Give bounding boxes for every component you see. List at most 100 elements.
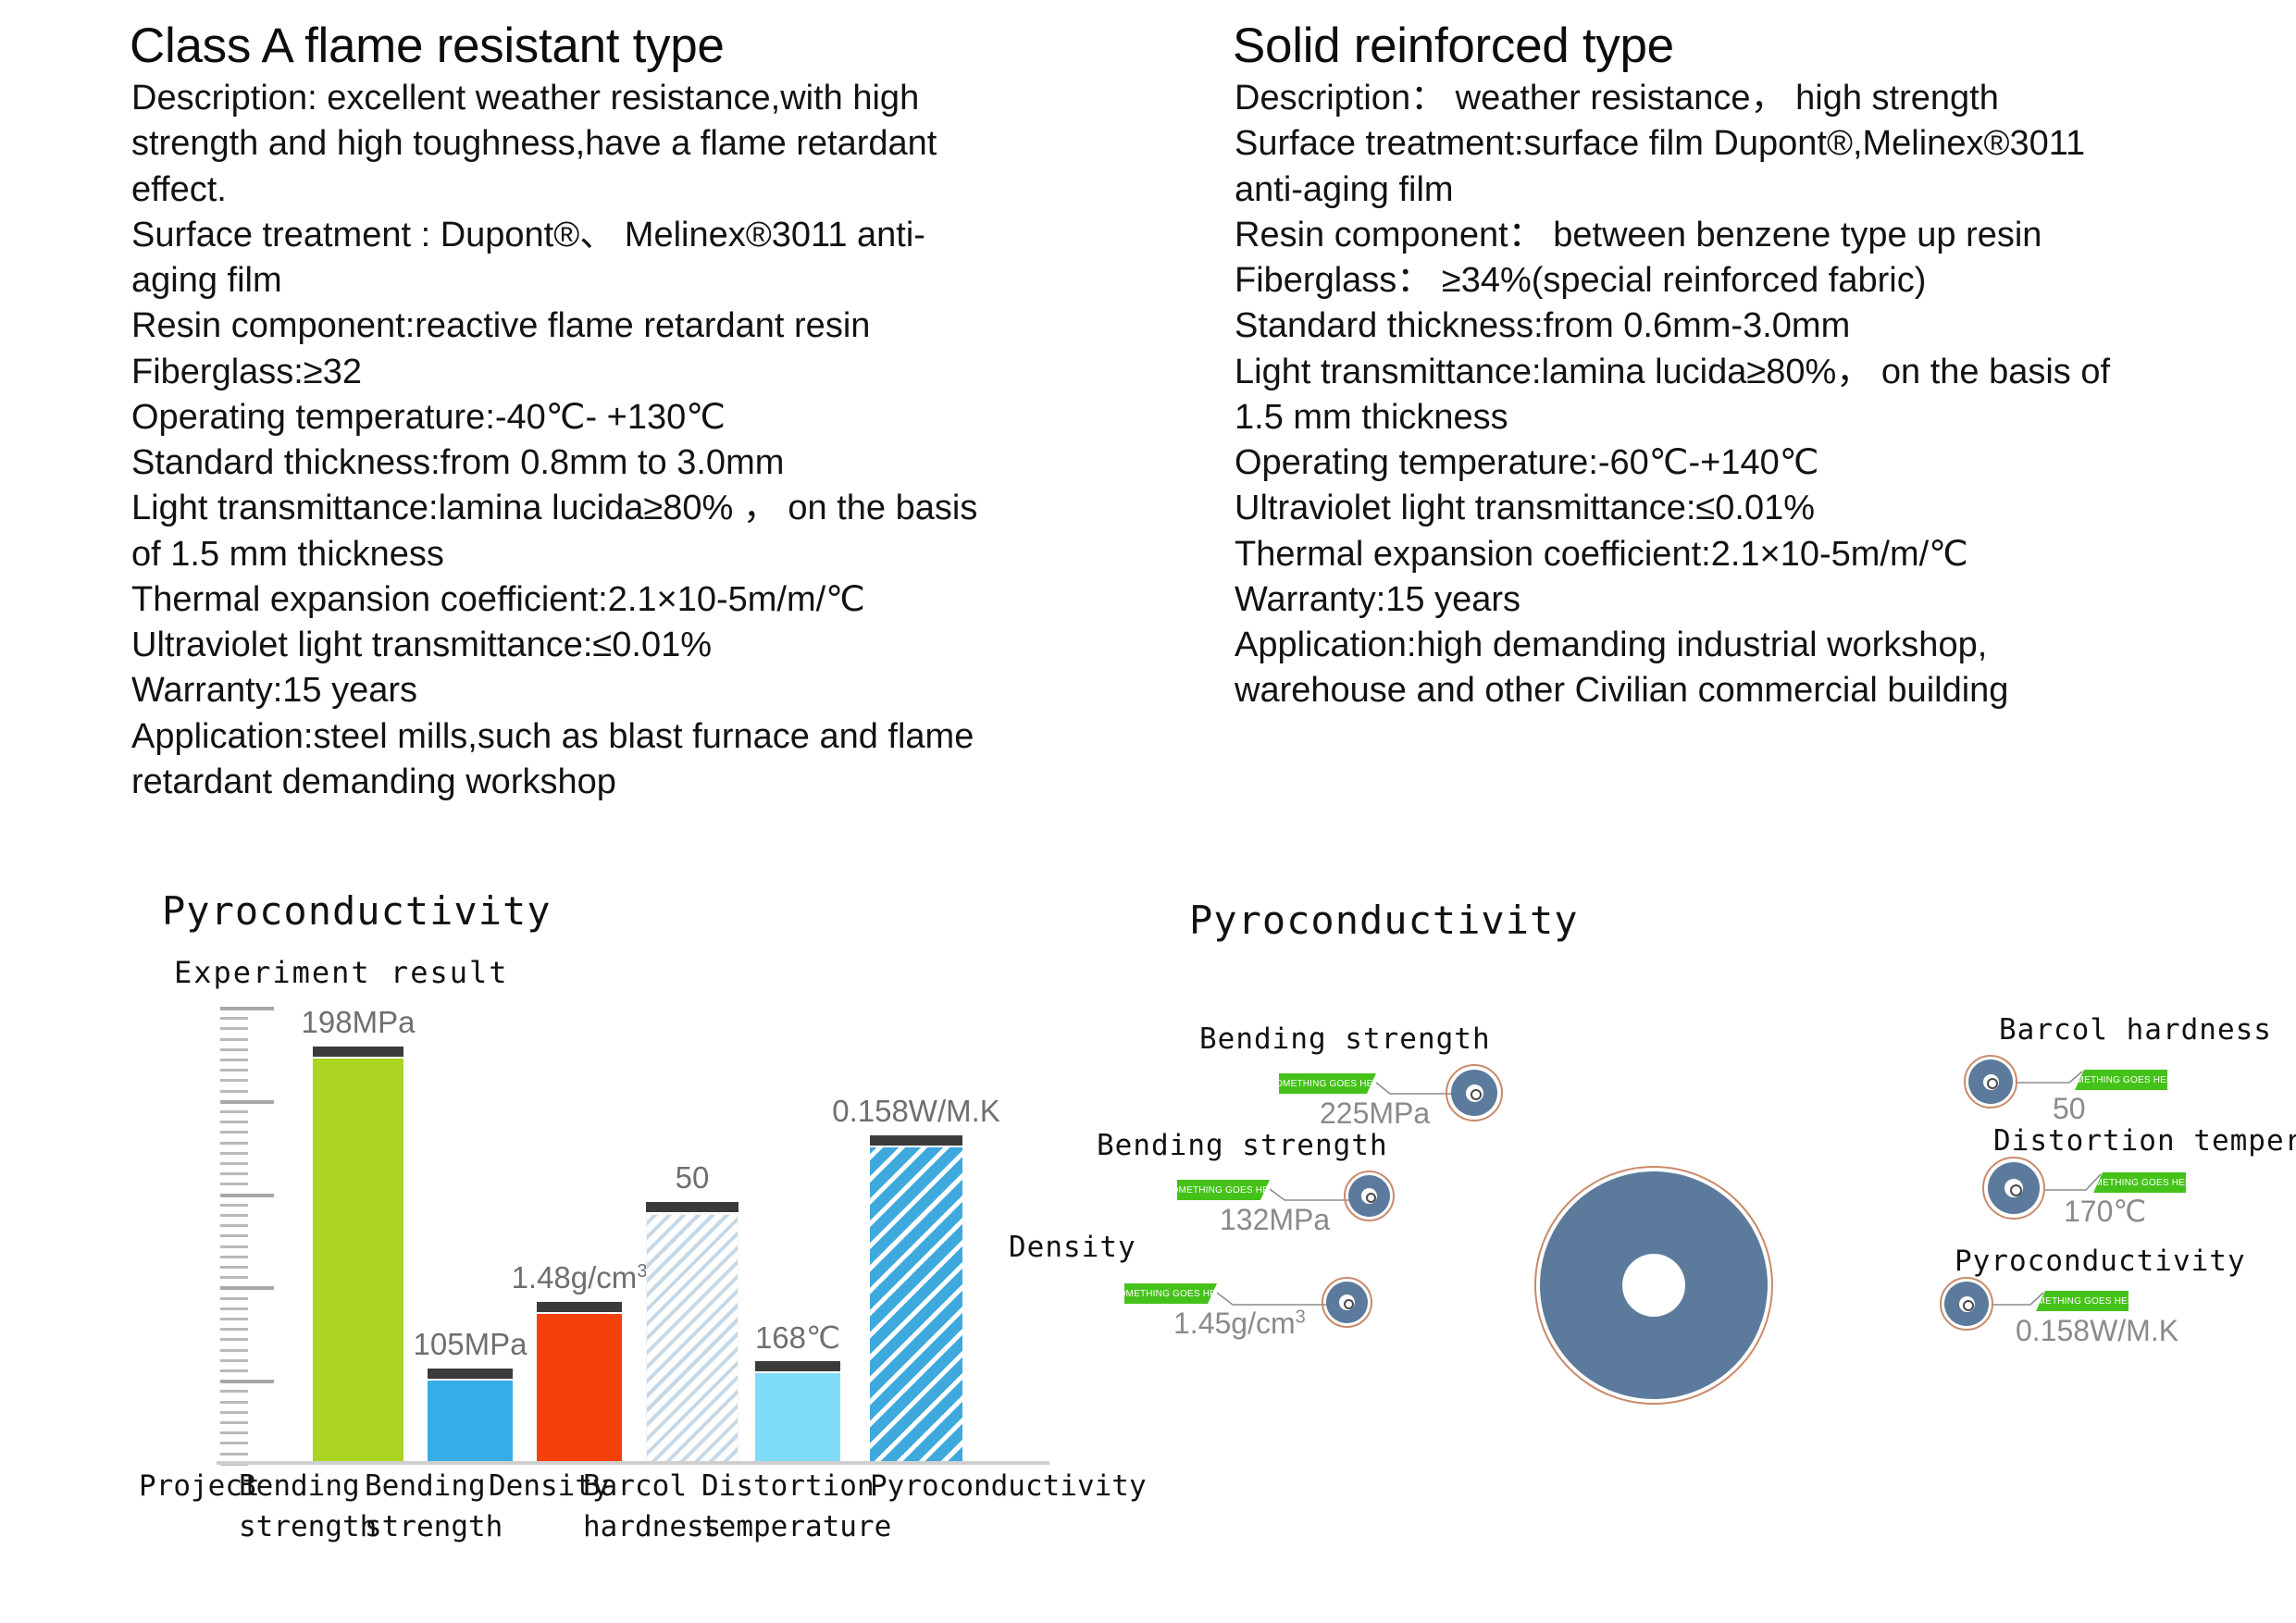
- bar-value-label: 168℃: [754, 1320, 841, 1355]
- x-axis-label-line2: hardness: [583, 1510, 722, 1543]
- left-spec-body: Description: excellent weather resistanc…: [130, 76, 1166, 804]
- axis-tick-minor: [220, 1214, 248, 1217]
- spec-line: Standard thickness:from 0.6mm-3.0mm: [1235, 306, 1851, 346]
- axis-tick-minor: [220, 1348, 248, 1352]
- spec-line: aging film: [131, 261, 282, 301]
- spec-line: strength and high toughness,have a flame…: [131, 124, 937, 164]
- axis-corner-label: Project: [139, 1469, 260, 1503]
- axis-tick-major: [220, 1380, 274, 1384]
- bar-value-label: 1.48g/cm3: [511, 1260, 648, 1295]
- bubble-label: Barcol hardness: [1999, 1013, 2272, 1047]
- bubble-node[interactable]: [1322, 1277, 1372, 1328]
- x-axis-label-line2: temperature: [701, 1510, 892, 1543]
- axis-tick-minor: [220, 1390, 248, 1394]
- spec-line: Ultraviolet light transmittance:≤0.01%: [131, 626, 713, 665]
- spec-line: Ultraviolet light transmittance:≤0.01%: [1235, 489, 1816, 528]
- bar-1[interactable]: 105MPa: [414, 1327, 527, 1462]
- spec-line: Thermal expansion coefficient:2.1×10-5m/…: [131, 579, 865, 619]
- bar-cap: [313, 1047, 403, 1057]
- bubble-node[interactable]: [1344, 1171, 1395, 1221]
- bubble-node[interactable]: [1964, 1055, 2017, 1109]
- bar-4[interactable]: 168℃: [755, 1320, 840, 1462]
- bubble-tag: SOMETHING GOES HERE: [2075, 1070, 2167, 1090]
- right-spec-body: Description： weather resistance， high st…: [1233, 76, 2296, 713]
- spec-line: Resin component:reactive flame retardant…: [131, 306, 871, 346]
- central-donut: [1534, 1166, 1773, 1405]
- bubble-node[interactable]: [1940, 1277, 1993, 1331]
- axis-tick-major: [220, 1099, 274, 1104]
- bar-0[interactable]: 198MPa: [302, 1005, 415, 1462]
- right-spec-title: Solid reinforced type: [1233, 19, 1674, 73]
- axis-tick-minor: [220, 1162, 248, 1165]
- spec-line: anti-aging film: [1235, 169, 1454, 209]
- axis-tick-minor: [220, 1224, 248, 1228]
- x-axis-label: Bending: [365, 1469, 486, 1503]
- bar-chart-subtitle: Experiment result: [174, 955, 509, 990]
- spec-line: Operating temperature:-60℃-+140℃: [1235, 443, 1819, 483]
- spec-line: Description: excellent weather resistanc…: [131, 79, 920, 118]
- spec-line: Resin component： between benzene type up…: [1235, 215, 2042, 254]
- axis-tick-minor: [220, 1307, 248, 1310]
- bar-value-label: 0.158W/M.K: [832, 1094, 1000, 1128]
- axis-tick-minor: [220, 1037, 248, 1041]
- x-axis-label: Density: [489, 1469, 610, 1503]
- axis-tick-minor: [220, 1203, 248, 1207]
- axis-tick-minor: [220, 1442, 248, 1445]
- axis-tick-minor: [220, 1234, 248, 1238]
- axis-tick-minor: [220, 1047, 248, 1051]
- bubble-tag: SOMETHING GOES HERE: [2093, 1172, 2186, 1193]
- x-axis-label: Bending: [239, 1469, 360, 1503]
- bubble-value: 170℃: [2064, 1195, 2147, 1228]
- spec-line: Warranty:15 years: [1235, 579, 1521, 619]
- axis-tick-minor: [220, 1183, 248, 1186]
- bar-body: [313, 1059, 403, 1462]
- axis-tick-minor: [220, 1452, 248, 1456]
- bubble-pin: [1471, 1089, 1482, 1100]
- spec-line: Surface treatment:surface film Dupont®,M…: [1235, 124, 2086, 164]
- axis-tick-major: [220, 1286, 274, 1291]
- spec-line: Application:steel mills,such as blast fu…: [131, 716, 974, 756]
- bar-body: [428, 1381, 513, 1462]
- axis-tick-minor: [220, 1069, 248, 1072]
- x-axis-label-line2: strength: [239, 1510, 378, 1543]
- bar-value-label: 105MPa: [413, 1327, 527, 1361]
- bubble-tag: SOMETHING GOES HERE: [1177, 1180, 1270, 1200]
- spec-line: Surface treatment : Dupont®、 Melinex®301…: [131, 215, 925, 254]
- bubble-pin: [1344, 1299, 1354, 1309]
- bar-5[interactable]: 0.158W/M.K: [832, 1094, 1000, 1462]
- donut-outer-ring: [1534, 1166, 1773, 1405]
- axis-tick-minor: [220, 1328, 248, 1332]
- spec-line: Fiberglass:≥32: [131, 352, 362, 391]
- left-spec-column: Class A flame resistant type Description…: [130, 19, 1166, 805]
- bubble-pin: [1987, 1078, 1998, 1089]
- bubble-node[interactable]: [1446, 1064, 1503, 1121]
- bar-value-label: 50: [675, 1160, 710, 1195]
- bar-3[interactable]: 50: [646, 1160, 738, 1462]
- bubble-node[interactable]: [1982, 1157, 2045, 1220]
- bar-2[interactable]: 1.48g/cm3: [512, 1260, 647, 1462]
- bar-chart: Pyroconductivity Experiment result 198MP…: [139, 888, 1147, 1573]
- x-axis-label-line2: strength: [365, 1510, 503, 1543]
- bar-cap: [870, 1135, 962, 1146]
- bubble-outer-ring: [1940, 1277, 1993, 1331]
- axis-tick-minor: [220, 1318, 248, 1320]
- bubble-outer-ring: [1446, 1064, 1503, 1121]
- spec-line: of 1.5 mm thickness: [131, 534, 444, 574]
- spec-line: Light transmittance:lamina lucida≥80% ， …: [131, 489, 978, 528]
- bubble-value: 225MPa: [1320, 1096, 1431, 1130]
- bar-body: [646, 1214, 738, 1462]
- right-spec-column: Solid reinforced type Description： weath…: [1233, 19, 2296, 714]
- bubble-pin: [1963, 1300, 1974, 1311]
- spec-line: Operating temperature:-40℃- +130℃: [131, 397, 726, 437]
- bubble-label: Bending strength: [1097, 1129, 1388, 1162]
- axis-tick-minor: [220, 1410, 248, 1414]
- axis-tick-minor: [220, 1079, 248, 1083]
- bar-body: [870, 1147, 962, 1462]
- spec-line: Description： weather resistance， high st…: [1235, 79, 1999, 118]
- axis-tick-minor: [220, 1110, 248, 1113]
- bubble-outer-ring: [1982, 1157, 2045, 1220]
- x-axis-baseline: [217, 1461, 1049, 1465]
- left-spec-title: Class A flame resistant type: [130, 19, 725, 73]
- bubble-outer-ring: [1344, 1171, 1395, 1221]
- x-axis-label: Barcol: [583, 1469, 687, 1503]
